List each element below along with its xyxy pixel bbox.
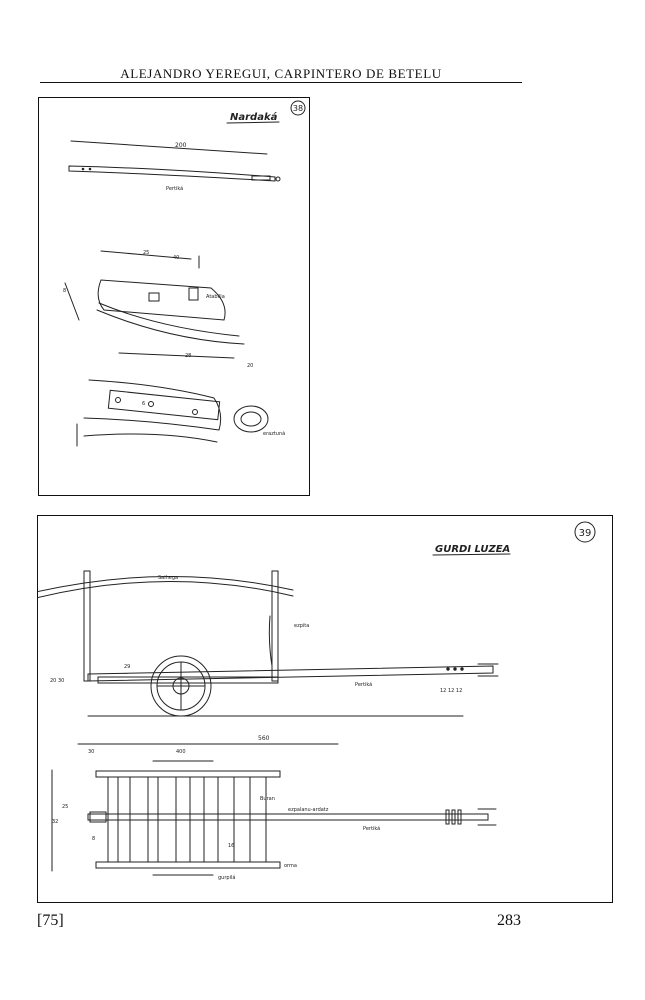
end-plate — [107, 389, 221, 421]
dimension-label: 25 — [62, 804, 68, 810]
block-shape — [97, 279, 226, 321]
pole-hole — [446, 667, 450, 671]
plate-38-drawing: 38 Nardaká 200 Pertiká 25 40 Atabilla 8 … — [63, 100, 306, 447]
dimension-label: 20 30 — [50, 678, 64, 684]
ring-inner — [240, 411, 262, 427]
plan-label: Buran — [260, 796, 275, 802]
pole-slot — [251, 175, 271, 181]
page-number: 283 — [497, 912, 521, 929]
pole-ring — [275, 176, 281, 182]
plan-pole-end — [89, 811, 107, 823]
plate-title: GURDI LUZEA — [435, 544, 510, 555]
end-bolt — [115, 397, 121, 403]
dimension-line — [64, 282, 80, 321]
dimension-label: 40 — [173, 255, 179, 261]
plan-label: Pertiká — [363, 825, 380, 832]
plan-label: ezpalanu-ardatz — [288, 807, 329, 813]
block-contour — [96, 309, 245, 345]
dimension-label: 29 — [124, 664, 130, 670]
end-bolt — [148, 401, 154, 407]
dimension-line — [100, 250, 192, 260]
block-mortise — [148, 292, 160, 302]
rear-stake — [271, 570, 279, 682]
title-underline — [432, 553, 511, 556]
plan-label: orma — [284, 863, 297, 869]
dimension-label: 30 — [88, 749, 94, 755]
block-contour — [98, 302, 240, 337]
dimension-label: 25 — [143, 250, 149, 256]
dimension-label: 12 12 12 — [440, 688, 462, 694]
plan-peg — [451, 809, 456, 825]
ring-label: eraztuná — [263, 430, 285, 437]
ring-outer — [233, 405, 269, 433]
title-underline — [226, 121, 280, 124]
dimension-label: 400 — [176, 749, 186, 755]
dimension-label: 200 — [175, 142, 187, 149]
dimension-label: 8 — [63, 288, 66, 294]
top-rail — [38, 580, 294, 599]
dimension-label: 560 — [258, 735, 270, 742]
plate-38: 38 Nardaká 200 Pertiká 25 40 Atabilla 8 … — [38, 97, 310, 496]
end-piece-contour — [83, 433, 218, 443]
side-pole — [87, 665, 494, 682]
plan-top-rail — [95, 770, 281, 778]
plate-39: 39 GURDI LUZEA Saihega ezpita Pertiká 12… — [37, 515, 613, 903]
rail-label: Saihega — [158, 575, 178, 581]
pole-hole — [88, 167, 92, 171]
dimension-line — [70, 140, 268, 155]
running-head: ALEJANDRO YEREGUI, CARPINTERO DE BETELU — [120, 66, 442, 81]
stake-brace — [268, 615, 273, 667]
header-rule — [40, 82, 522, 83]
plate-number-circle — [290, 100, 306, 116]
pole-label: Pertiká — [166, 185, 183, 192]
plan-bottom-rail — [95, 861, 281, 869]
pole-label: Pertiká — [355, 681, 372, 688]
block-peg — [188, 287, 199, 301]
plate-39-drawing: 39 GURDI LUZEA Saihega ezpita Pertiká 12… — [38, 521, 596, 881]
plan-peg — [445, 809, 450, 825]
plate-title: Nardaká — [230, 111, 278, 123]
dimension-label: 6 — [142, 401, 145, 407]
end-bolt — [192, 409, 198, 415]
plate-number: 39 — [579, 528, 592, 539]
block-label: Atabilla — [206, 294, 225, 300]
folio-left: [75] — [37, 912, 64, 929]
dimension-label: 20 — [247, 363, 253, 369]
dimension-label: 28 — [185, 353, 191, 359]
pole-hole — [81, 167, 85, 171]
front-stake — [83, 570, 91, 682]
plate-number-circle — [574, 521, 596, 543]
dimension-label: 8 — [92, 836, 95, 842]
dimension-line — [118, 352, 235, 359]
plan-label: gurpilá — [218, 874, 235, 881]
plan-pole — [87, 813, 489, 821]
top-rail — [38, 575, 294, 593]
plan-peg — [457, 809, 462, 825]
dimension-label: 16 — [228, 843, 234, 849]
end-piece-shape — [83, 379, 222, 431]
plate-number: 38 — [293, 104, 303, 113]
pole-shape — [68, 165, 276, 182]
pole-hole — [453, 667, 457, 671]
dimension-label: 32 — [52, 819, 58, 825]
stake-label: ezpita — [294, 623, 309, 629]
pole-hole — [460, 667, 464, 671]
